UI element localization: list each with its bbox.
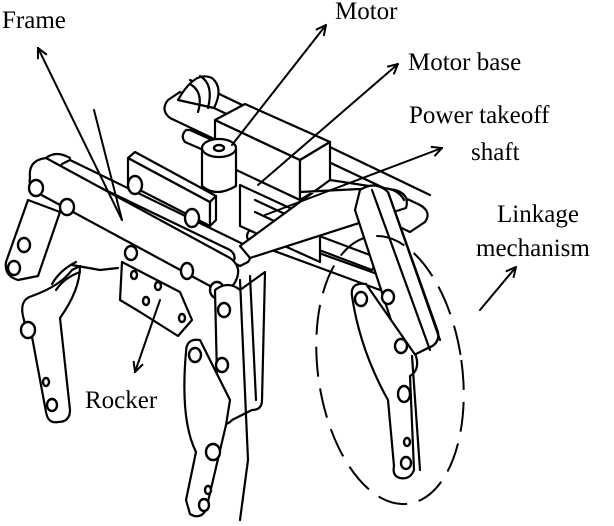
front-frame-plate — [126, 150, 218, 229]
linkage-arrow — [479, 267, 516, 311]
right-finger — [350, 184, 442, 480]
label-power-takeoff: Power takeoff — [409, 102, 550, 129]
label-mechanism: mechanism — [476, 235, 590, 262]
rocker-arrow — [135, 299, 161, 372]
middle-finger — [183, 270, 267, 522]
power-takeoff-arrow — [264, 148, 442, 216]
front-link-bar — [27, 152, 240, 300]
label-power-takeoff-shaft: shaft — [471, 139, 520, 166]
label-rocker: Rocker — [85, 387, 158, 414]
motor — [200, 137, 238, 194]
label-motor-base: Motor base — [408, 49, 521, 76]
label-frame: Frame — [2, 7, 66, 34]
frame-arrow — [38, 48, 123, 221]
motor-base-arrow — [257, 64, 398, 186]
rocker — [118, 244, 194, 338]
label-motor: Motor — [335, 0, 398, 25]
label-linkage: Linkage — [497, 201, 579, 228]
left-finger — [4, 198, 120, 424]
frame-arrow-secondary — [93, 109, 123, 221]
motor-arrow — [231, 25, 326, 146]
